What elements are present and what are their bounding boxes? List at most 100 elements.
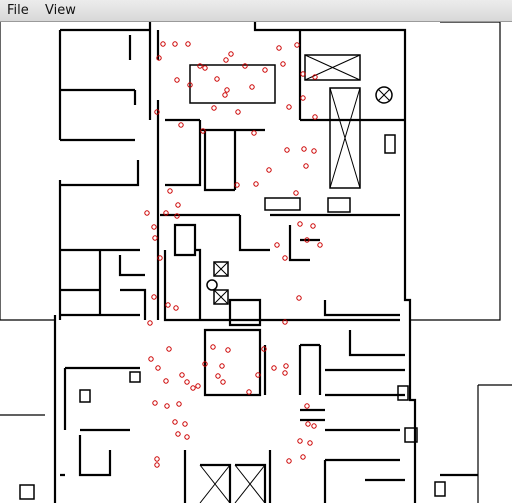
sample-point[interactable]: [296, 295, 302, 301]
sample-point[interactable]: [156, 55, 162, 61]
sample-point[interactable]: [284, 147, 290, 153]
sample-point[interactable]: [157, 255, 163, 261]
shaft-icon: [329, 87, 361, 189]
sample-point[interactable]: [225, 347, 231, 353]
sample-point[interactable]: [175, 431, 181, 437]
sample-point[interactable]: [182, 421, 188, 427]
sample-point[interactable]: [163, 210, 169, 216]
sample-point[interactable]: [246, 389, 252, 395]
sample-point[interactable]: [154, 109, 160, 115]
sample-point[interactable]: [202, 361, 208, 367]
sample-point[interactable]: [301, 146, 307, 152]
sample-point[interactable]: [282, 370, 288, 376]
sample-point[interactable]: [307, 440, 313, 446]
sample-point[interactable]: [303, 163, 309, 169]
sample-point[interactable]: [176, 401, 182, 407]
sample-point[interactable]: [154, 462, 160, 468]
sample-point[interactable]: [294, 42, 300, 48]
sample-point[interactable]: [251, 130, 257, 136]
sample-point[interactable]: [184, 379, 190, 385]
sample-point[interactable]: [187, 82, 193, 88]
sample-point[interactable]: [144, 210, 150, 216]
sample-point[interactable]: [242, 63, 248, 69]
sample-point[interactable]: [312, 74, 318, 80]
sample-point[interactable]: [175, 202, 181, 208]
sample-point[interactable]: [152, 400, 158, 406]
sample-point[interactable]: [210, 344, 216, 350]
sample-point[interactable]: [184, 434, 190, 440]
sample-point[interactable]: [200, 128, 206, 134]
sample-point[interactable]: [190, 385, 196, 391]
sample-point[interactable]: [151, 294, 157, 300]
sample-point[interactable]: [283, 363, 289, 369]
sample-point[interactable]: [164, 403, 170, 409]
sample-point[interactable]: [160, 41, 166, 47]
sample-point[interactable]: [220, 379, 226, 385]
sample-point[interactable]: [297, 438, 303, 444]
sample-point[interactable]: [224, 87, 230, 93]
sample-point[interactable]: [155, 365, 161, 371]
view-menu[interactable]: View: [45, 3, 76, 18]
sample-point[interactable]: [195, 383, 201, 389]
sample-point[interactable]: [300, 71, 306, 77]
sample-point[interactable]: [223, 57, 229, 63]
sample-point[interactable]: [152, 235, 158, 241]
sample-point[interactable]: [148, 356, 154, 362]
sample-point[interactable]: [166, 346, 172, 352]
sample-point[interactable]: [317, 242, 323, 248]
sample-point[interactable]: [276, 45, 282, 51]
sample-point[interactable]: [271, 365, 277, 371]
sample-point[interactable]: [311, 423, 317, 429]
sample-point[interactable]: [215, 373, 221, 379]
sample-point[interactable]: [310, 223, 316, 229]
sample-point[interactable]: [297, 221, 303, 227]
sample-point[interactable]: [300, 95, 306, 101]
sample-point[interactable]: [300, 454, 306, 460]
sample-point[interactable]: [304, 237, 310, 243]
sample-point[interactable]: [172, 41, 178, 47]
sample-point[interactable]: [174, 213, 180, 219]
sample-point[interactable]: [173, 305, 179, 311]
sample-point[interactable]: [147, 320, 153, 326]
sample-point[interactable]: [165, 302, 171, 308]
sample-point[interactable]: [282, 255, 288, 261]
sample-point[interactable]: [234, 182, 240, 188]
sample-point[interactable]: [178, 122, 184, 128]
sample-point[interactable]: [282, 319, 288, 325]
sample-point[interactable]: [253, 181, 259, 187]
sample-point[interactable]: [261, 346, 267, 352]
file-menu[interactable]: File: [7, 3, 29, 18]
counter-icon: [264, 197, 301, 211]
sample-point[interactable]: [151, 224, 157, 230]
sample-point[interactable]: [304, 403, 310, 409]
sample-point[interactable]: [219, 363, 225, 369]
sample-point[interactable]: [211, 105, 217, 111]
sample-point[interactable]: [179, 372, 185, 378]
sample-point[interactable]: [228, 51, 234, 57]
sample-point[interactable]: [185, 41, 191, 47]
floor-plan-canvas[interactable]: [0, 22, 512, 503]
sample-point[interactable]: [163, 378, 169, 384]
sample-point[interactable]: [197, 63, 203, 69]
sample-point[interactable]: [255, 372, 261, 378]
sample-point[interactable]: [167, 188, 173, 194]
sample-point[interactable]: [293, 190, 299, 196]
sample-point[interactable]: [174, 77, 180, 83]
sample-point[interactable]: [262, 67, 268, 73]
sample-point[interactable]: [274, 242, 280, 248]
sample-point[interactable]: [222, 92, 228, 98]
sample-point[interactable]: [266, 167, 272, 173]
sample-point[interactable]: [214, 76, 220, 82]
sample-point[interactable]: [305, 421, 311, 427]
sample-point[interactable]: [280, 61, 286, 67]
sample-point[interactable]: [286, 458, 292, 464]
sample-point[interactable]: [312, 114, 318, 120]
sample-point[interactable]: [235, 109, 241, 115]
stair-icon: [213, 261, 229, 277]
sample-point[interactable]: [249, 84, 255, 90]
sample-point[interactable]: [286, 104, 292, 110]
sample-point[interactable]: [154, 456, 160, 462]
sample-point[interactable]: [172, 419, 178, 425]
sample-point[interactable]: [311, 148, 317, 154]
sample-point[interactable]: [202, 65, 208, 71]
